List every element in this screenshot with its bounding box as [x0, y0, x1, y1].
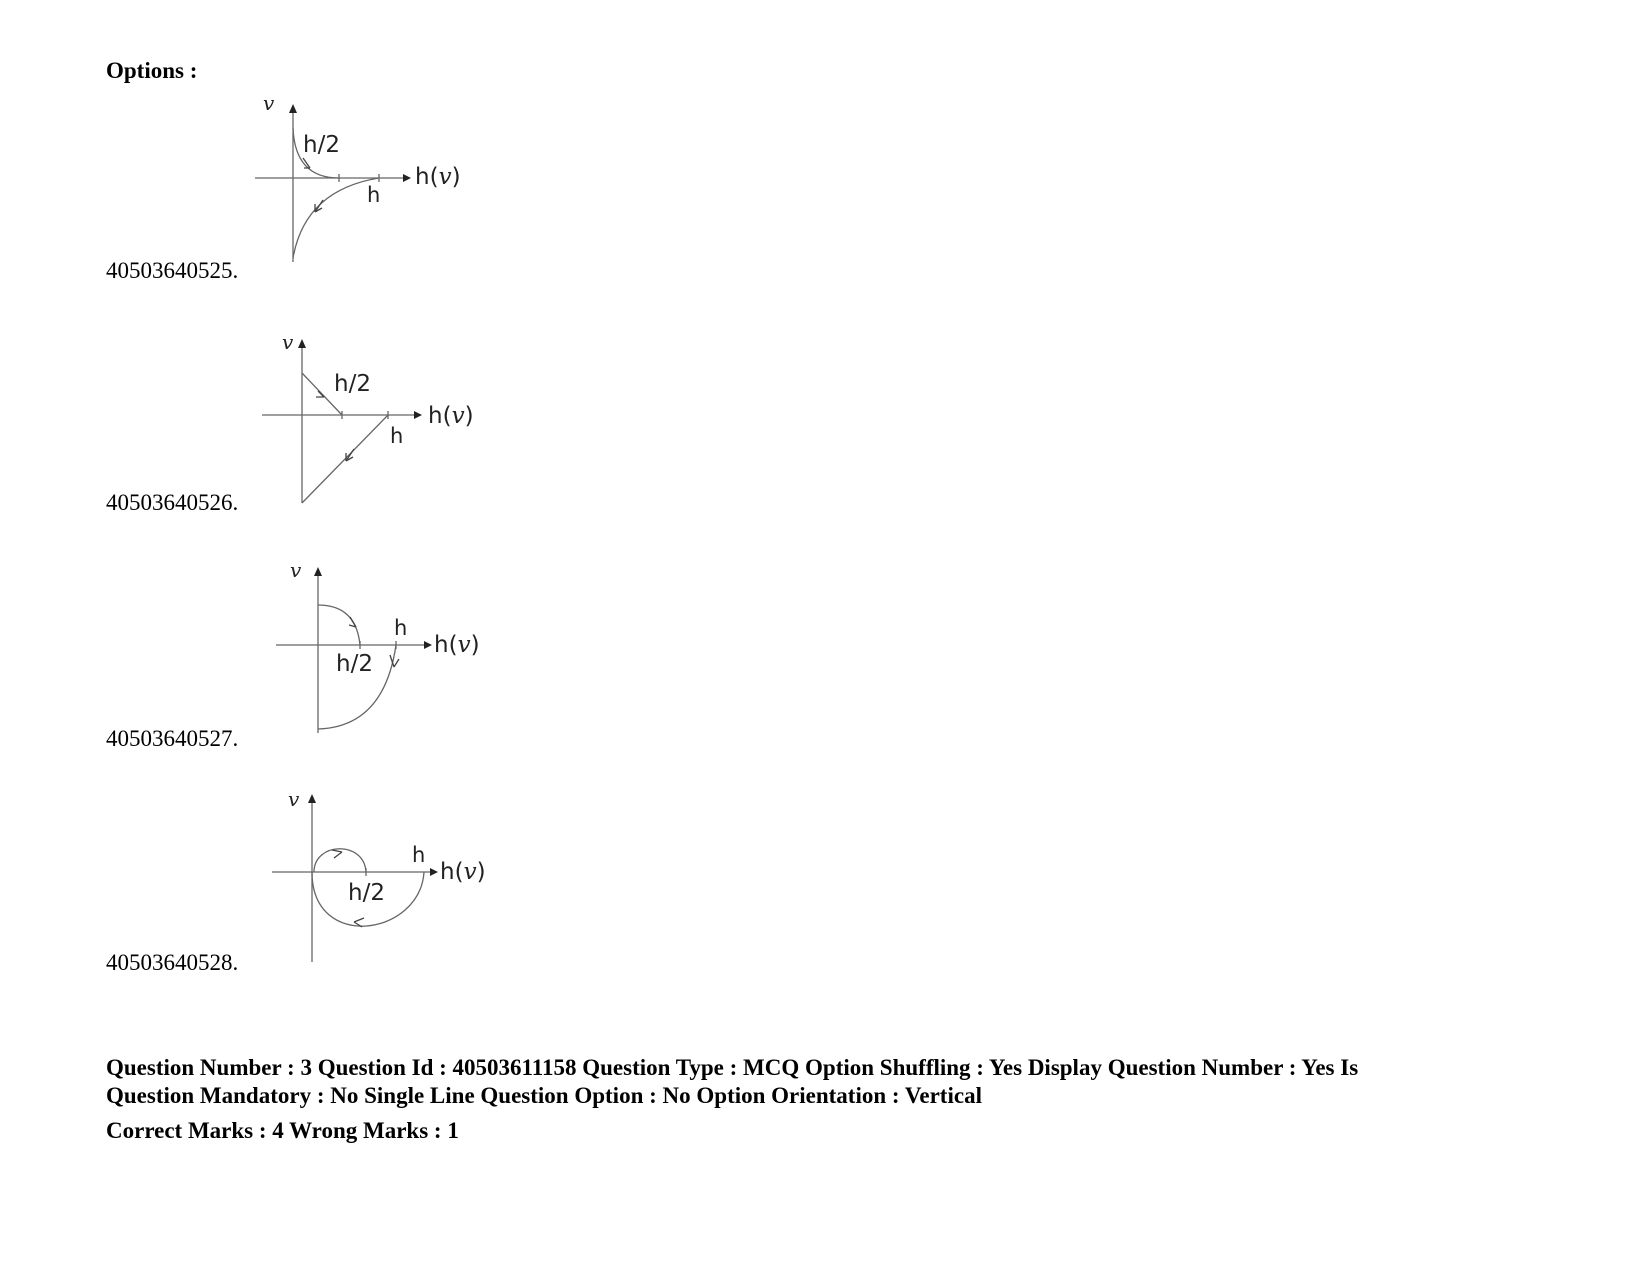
- h-axis-var: v: [464, 859, 477, 885]
- h-label: h: [367, 183, 380, 207]
- h-half-label: h/2: [348, 880, 385, 906]
- h-label: h: [390, 424, 403, 448]
- v-axis-label: v: [263, 91, 275, 115]
- question-meta-line-2: Question Mandatory : No Single Line Ques…: [106, 1083, 982, 1108]
- h-half-label: h/2: [336, 651, 373, 677]
- h-axis-label: h(: [428, 403, 452, 429]
- h-half-label: h/2: [303, 132, 340, 158]
- option-4-graph: v h/2 h h(v): [272, 787, 502, 965]
- marks-line: Correct Marks : 4 Wrong Marks : 1: [106, 1118, 459, 1143]
- svg-text:h(v): h(v): [440, 859, 486, 885]
- v-axis-label: v: [290, 558, 302, 582]
- h-axis-close: ): [471, 632, 480, 658]
- v-axis-label: v: [288, 787, 300, 811]
- svg-text:h(v): h(v): [428, 403, 474, 429]
- h-axis-label: h(: [434, 632, 458, 658]
- option-3-id: 40503640527.: [106, 726, 239, 751]
- options-heading: Options :: [106, 58, 198, 83]
- option-1-id: 40503640525.: [106, 258, 239, 283]
- h-axis-close: ): [452, 164, 461, 190]
- option-1-graph: v h/2 h h(v): [255, 91, 485, 275]
- h-axis-label: h(: [440, 859, 464, 885]
- h-axis-close: ): [477, 859, 486, 885]
- option-2-id: 40503640526.: [106, 490, 239, 515]
- option-4-id: 40503640528.: [106, 950, 239, 975]
- h-label: h: [412, 843, 425, 867]
- option-2-graph: v h/2 h h(v): [262, 330, 492, 510]
- h-label: h: [394, 616, 407, 640]
- h-axis-var: v: [452, 403, 465, 429]
- h-axis-var: v: [439, 164, 452, 190]
- h-axis-close: ): [465, 403, 474, 429]
- h-axis-label: h(: [415, 164, 439, 190]
- svg-text:h(v): h(v): [434, 632, 480, 658]
- v-axis-label: v: [282, 330, 294, 354]
- svg-text:h(v): h(v): [415, 164, 461, 190]
- h-half-label: h/2: [334, 371, 371, 397]
- h-axis-var: v: [458, 632, 471, 658]
- question-meta-line-1: Question Number : 3 Question Id : 405036…: [106, 1055, 1359, 1080]
- option-3-graph: v h/2 h h(v): [276, 558, 506, 738]
